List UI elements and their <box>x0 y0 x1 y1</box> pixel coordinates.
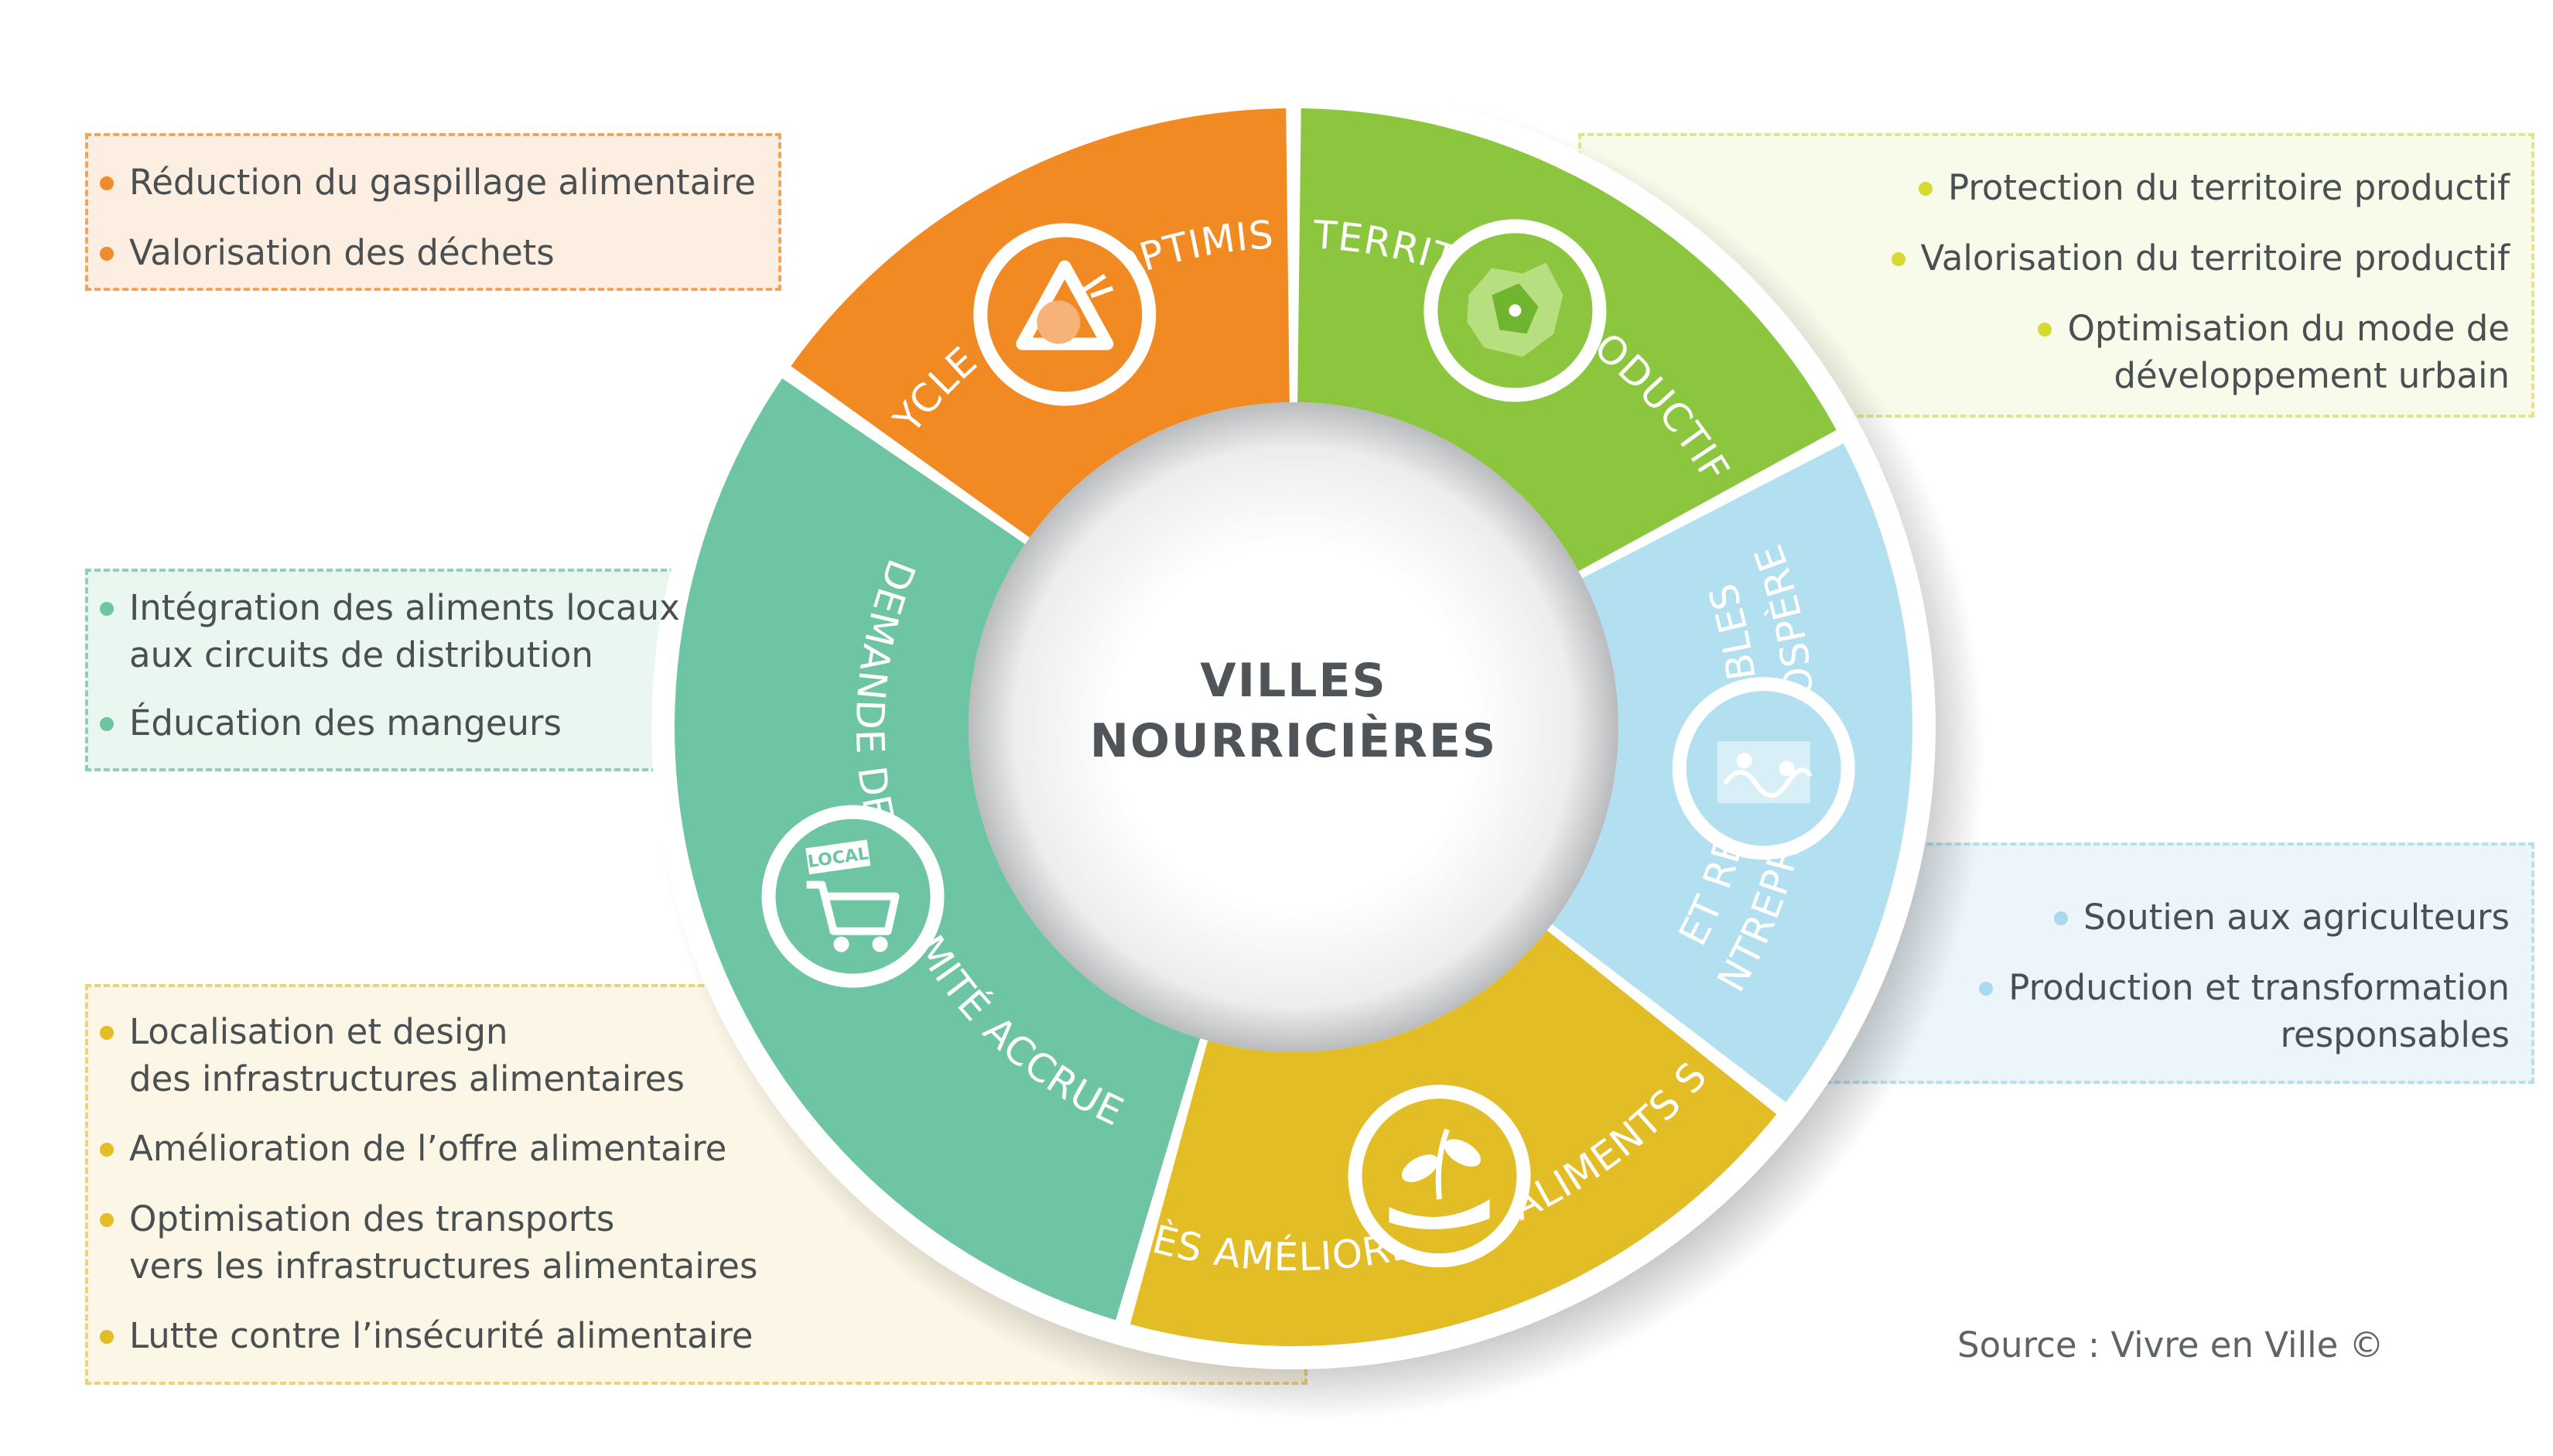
panel-item-text: responsables <box>2280 1014 2510 1055</box>
hand-plant-icon <box>1348 1085 1531 1268</box>
panel-item-text: développement urbain <box>2114 355 2510 396</box>
panel-item-text: Valorisation du territoire productif <box>1920 238 2510 279</box>
panel-item: Optimisation du mode de développement urb… <box>2067 305 2510 399</box>
bullet-dot <box>1891 252 1905 266</box>
source-credit: Source : Vivre en Ville © <box>1957 1324 2384 1365</box>
bullet-dot <box>100 717 114 731</box>
panel-item: Intégration des aliments locaux aux circu… <box>129 584 680 678</box>
panel-item-text: Optimisation des transports <box>129 1198 615 1239</box>
panel-item-text: aux circuits de distribution <box>129 634 593 675</box>
recycle-food-icon <box>973 223 1157 406</box>
center-title-line2: NOURRICIÈRES <box>1090 713 1497 768</box>
panel-item: Protection du territoire productif <box>1948 164 2510 211</box>
panel-item-text: Soutien aux agriculteurs <box>2083 897 2510 938</box>
panel-item: Lutte contre l’insécurité alimentaire <box>129 1312 753 1359</box>
segment-demande <box>674 378 1201 1321</box>
bullet-dot <box>2053 911 2068 925</box>
panel-item-text: Protection du territoire productif <box>1948 167 2510 208</box>
panel-item-text: Lutte contre l’insécurité alimentaire <box>129 1315 754 1356</box>
panel-item-text: Intégration des aliments locaux <box>129 587 680 628</box>
panel-item: Soutien aux agriculteurs <box>2083 894 2510 941</box>
bullet-dot <box>100 1213 114 1227</box>
panel-item-text: Production et transformation <box>2008 967 2510 1008</box>
bullet-dot <box>100 602 114 616</box>
bullet-dot <box>100 1026 114 1040</box>
bullet-dot <box>100 1330 114 1344</box>
bullet-dot <box>100 1143 114 1157</box>
panel-item: Localisation et design des infrastructure… <box>129 1008 685 1102</box>
center-title-line1: VILLES <box>1200 654 1386 708</box>
panel-demande <box>85 569 704 771</box>
panel-item-text: des infrastructures alimentaires <box>129 1058 685 1099</box>
bullet-dot <box>1979 982 1994 996</box>
panel-item: Valorisation du territoire productif <box>1921 234 2510 282</box>
panel-item-text: Amélioration de l’offre alimentaire <box>129 1128 727 1169</box>
farmers-icon <box>1672 677 1855 860</box>
inner-circle <box>969 402 1618 1052</box>
panel-item-text: Valorisation des déchets <box>129 232 555 273</box>
panel-item-text: Localisation et design <box>129 1011 508 1052</box>
panel-cycle <box>85 133 781 291</box>
panel-item: Optimisation des transports vers les infr… <box>129 1195 757 1290</box>
bullet-dot <box>100 176 114 190</box>
territory-map-icon <box>1423 219 1607 402</box>
bullet-dot <box>1919 182 1933 196</box>
panel-item: Éducation des mangeurs <box>129 699 562 747</box>
panel-item: Production et transformation responsables <box>2008 964 2510 1058</box>
bullet-dot <box>2038 323 2052 337</box>
panel-item: Valorisation des déchets <box>129 229 555 276</box>
bullet-dot <box>100 247 114 261</box>
panel-item: Amélioration de l’offre alimentaire <box>129 1125 726 1172</box>
local-cart-icon: LOCAL <box>761 805 945 988</box>
panel-item-text: Réduction du gaspillage alimentaire <box>129 162 756 203</box>
panel-item-text: vers les infrastructures alimentaires <box>129 1246 758 1287</box>
panel-item: Réduction du gaspillage alimentaire <box>129 159 756 206</box>
panel-item-text: Optimisation du mode de <box>2067 308 2510 349</box>
panel-item-text: Éducation des mangeurs <box>129 702 562 743</box>
